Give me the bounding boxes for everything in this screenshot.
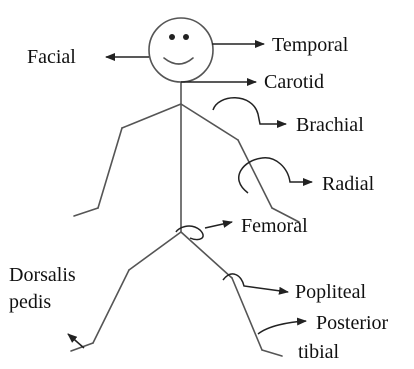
dorsalis-pedis-pointer (68, 334, 84, 348)
label-radial: Radial (322, 173, 375, 195)
left-forearm (98, 128, 122, 208)
posterior-tibial-pointer (258, 321, 306, 334)
left-thigh (129, 232, 181, 270)
right-thigh (181, 232, 232, 278)
left-eye (169, 34, 175, 40)
left-shin (93, 270, 129, 343)
label-popliteal: Popliteal (295, 281, 367, 303)
femoral-pointer (176, 222, 232, 240)
right-upper-arm (181, 104, 238, 140)
label-brachial: Brachial (296, 114, 364, 136)
label-temporal: Temporal (272, 34, 349, 56)
right-forearm (238, 140, 272, 208)
smile (164, 58, 193, 64)
label-facial: Facial (27, 46, 76, 68)
brachial-pointer (213, 98, 286, 124)
label-dorsalis: Dorsalis (9, 264, 76, 286)
label-carotid: Carotid (264, 71, 324, 93)
stick-figure (71, 18, 299, 356)
popliteal-pointer (223, 274, 288, 292)
label-posterior: Posterior (316, 312, 389, 334)
head (149, 18, 213, 82)
left-hand (74, 208, 98, 216)
label-tibial: tibial (298, 341, 340, 363)
label-pedis: pedis (9, 291, 51, 313)
right-eye (183, 34, 189, 40)
right-shin (232, 278, 262, 350)
right-foot (262, 350, 282, 356)
left-upper-arm (122, 104, 181, 128)
label-femoral: Femoral (241, 215, 308, 237)
